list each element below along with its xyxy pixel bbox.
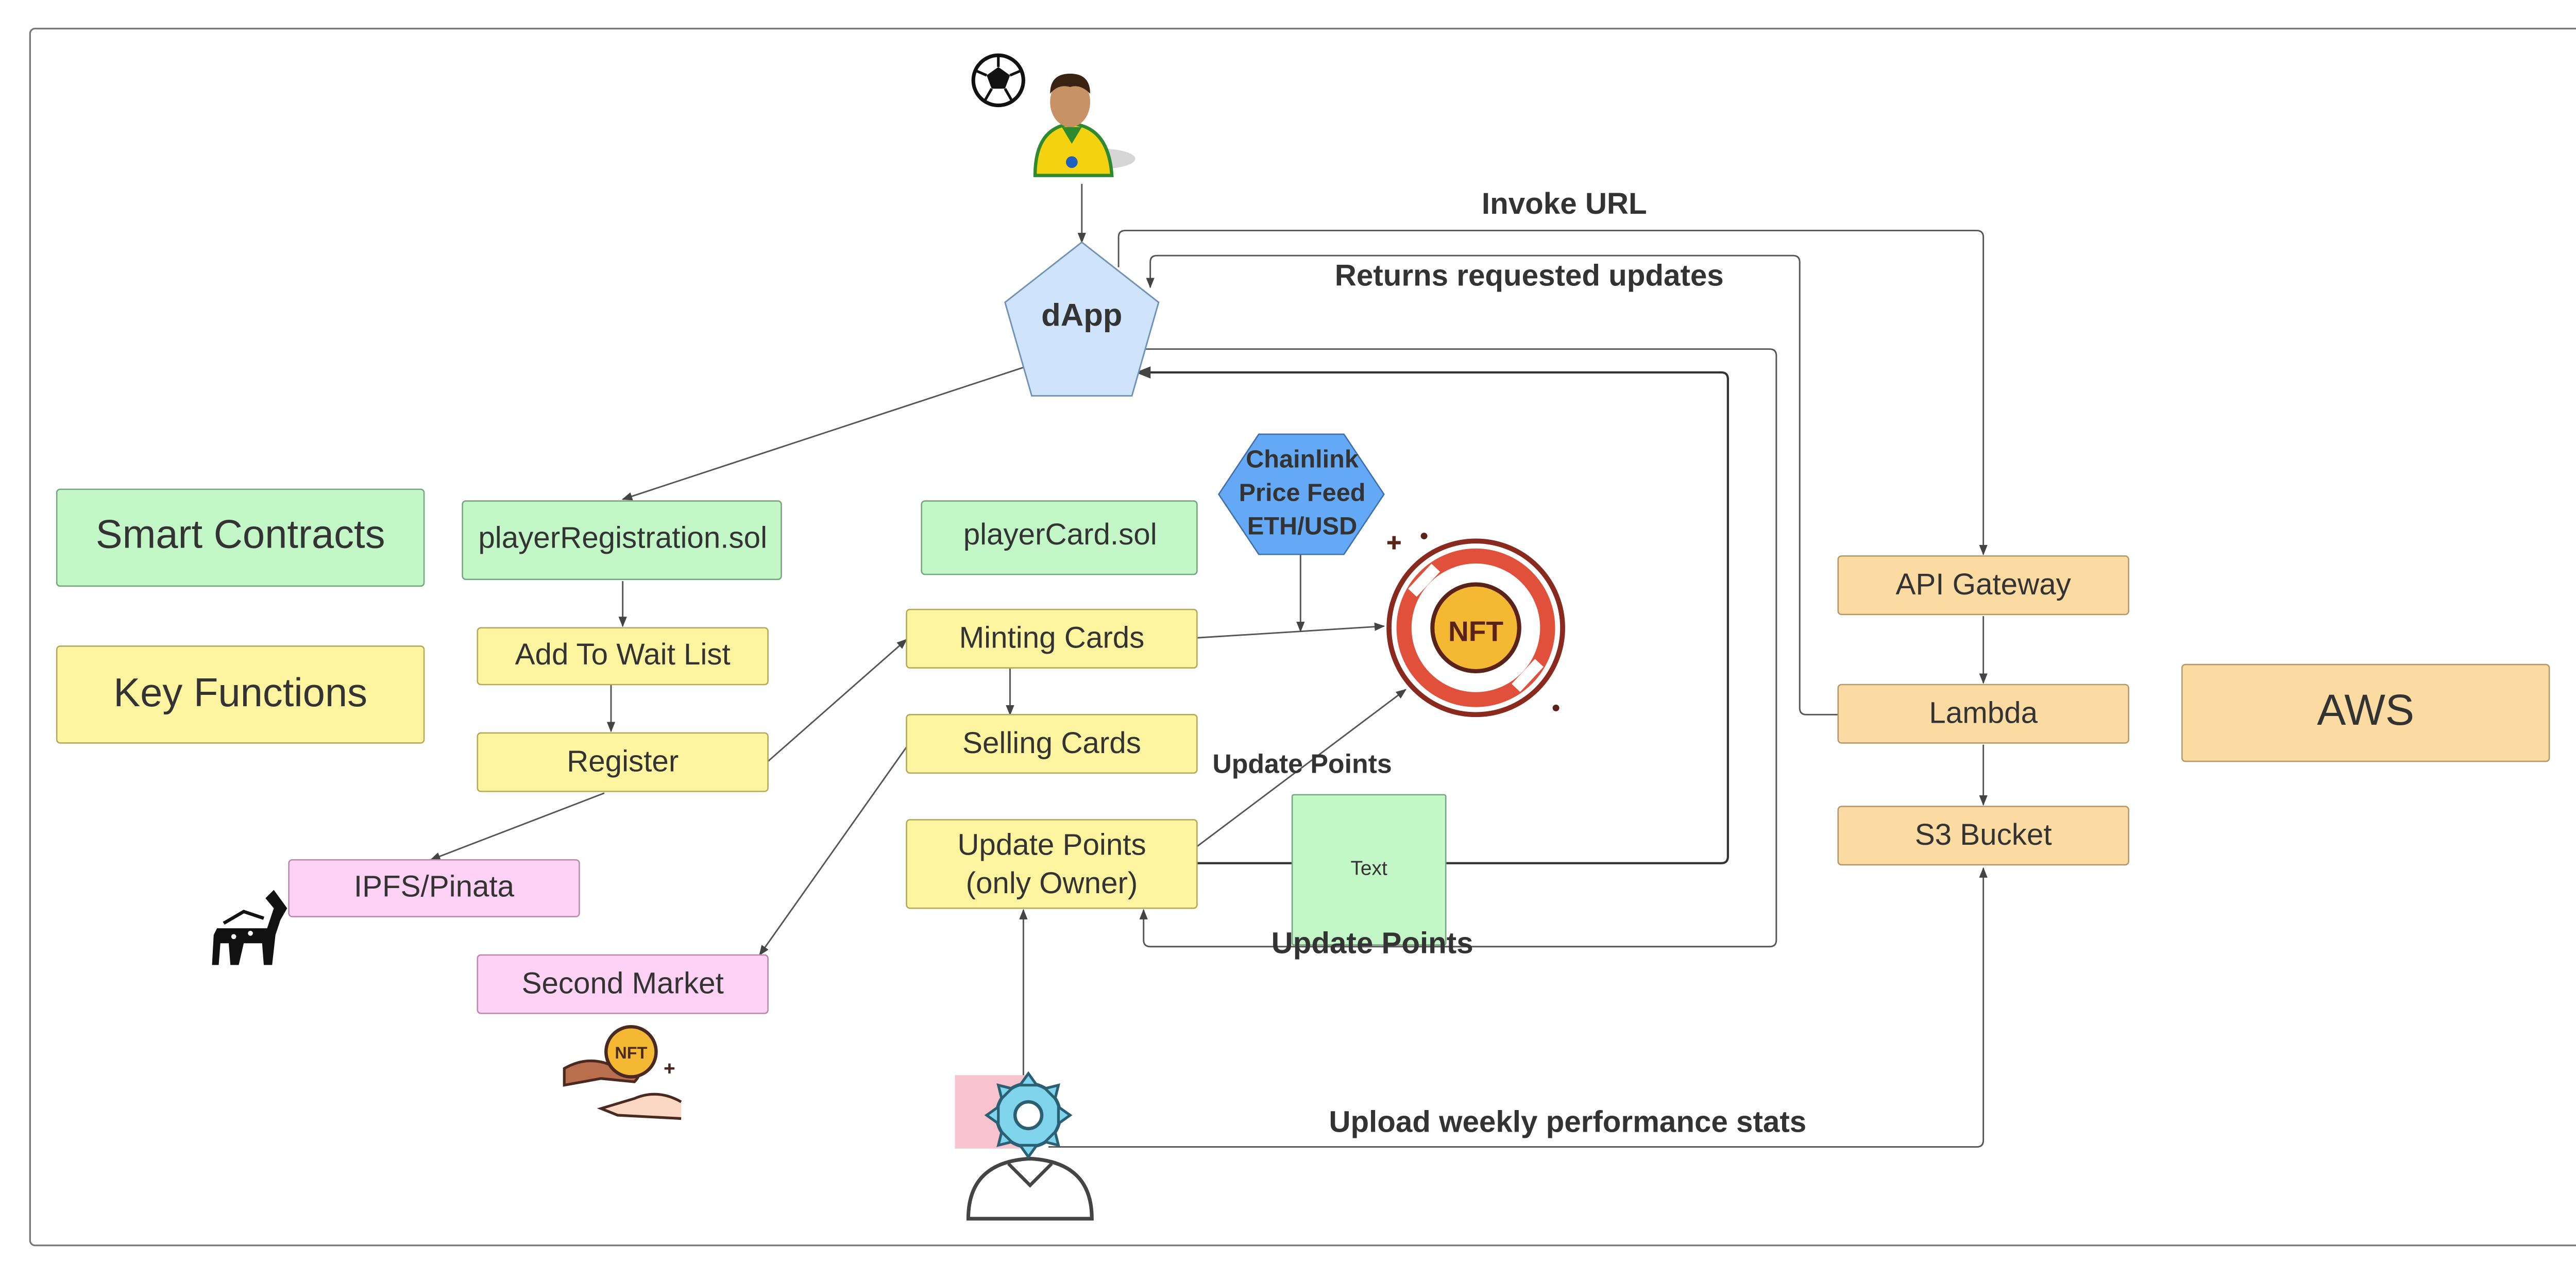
text-node[interactable]: Text [1291,794,1447,946]
edge-register-ipfs [430,792,605,861]
edge-selling-market [759,744,909,956]
selling-cards-label: Selling Cards [962,726,1141,760]
invoke-url-label: Invoke URL [1482,187,1647,220]
update-points-label-2: (only Owner) [966,866,1138,900]
minting-cards-label: Minting Cards [959,621,1145,655]
update-points-edge-label: Update Points [1212,749,1392,779]
add-wait-list-label: Add To Wait List [515,638,731,671]
text-node-label: Text [1351,857,1387,879]
upload-stats-label: Upload weekly performance stats [1329,1105,1806,1138]
nft-hand-coin-text: NFT [615,1044,647,1062]
edge-dapp-api [1117,230,1988,556]
chainlink-node[interactable]: Chainlink Price Feed ETH/USD [1217,433,1385,555]
legend-key-functions-box [56,645,425,744]
edge-dapp-update [1139,348,1777,948]
edge-register-minting [767,639,908,762]
nft-badge-icon: NFT [1386,533,1565,718]
nft-hand-icon: NFT [563,1025,682,1120]
connectors [430,183,1988,1148]
selling-cards-node[interactable]: Selling Cards [906,714,1198,774]
update-points-node[interactable]: Update Points (only Owner) [906,819,1198,909]
legend: Smart Contracts Key Functions AWS [56,488,2550,762]
api-gateway-label: API Gateway [1895,568,2071,601]
chainlink-label-3: ETH/USD [1247,512,1357,540]
ipfs-node[interactable]: IPFS/Pinata [288,859,580,917]
player-registration-label: playerRegistration.sol [478,521,767,554]
edge-dapp-registration [621,366,1024,501]
second-market-node[interactable]: Second Market [477,954,769,1014]
minting-cards-node[interactable]: Minting Cards [906,608,1198,669]
legend-smart-contracts-box [56,488,425,587]
add-wait-list-node[interactable]: Add To Wait List [477,627,769,686]
dapp-label: dApp [1041,297,1122,333]
legend-aws-label: AWS [2317,686,2414,734]
second-market-label: Second Market [522,966,724,1000]
edge-minting-nft [1197,622,1385,639]
update-points-label-1: Update Points [957,828,1146,862]
nft-badge-text: NFT [1448,616,1503,647]
ipfs-label: IPFS/Pinata [354,870,515,903]
chainlink-label-1: Chainlink [1246,446,1359,473]
outer-frame [29,27,2576,1247]
register-label: Register [567,744,679,778]
api-gateway-node[interactable]: API Gateway [1837,555,2129,616]
edge-admin-s3 [1048,867,1988,1148]
dapp-node[interactable]: dApp [1004,241,1160,397]
player-registration-node[interactable]: playerRegistration.sol [462,500,782,581]
legend-aws-box [2181,663,2550,762]
edge-update-nft [1196,689,1407,847]
edge-update-dapp [1135,366,1729,864]
player-card-label: playerCard.sol [963,518,1157,551]
register-node[interactable]: Register [477,732,769,792]
soccer-player-icon [1033,73,1136,177]
donkey-pinata-icon [212,890,287,965]
s3-bucket-node[interactable]: S3 Bucket [1837,806,2129,866]
lambda-label: Lambda [1929,696,2038,730]
admin-gear-icon [955,1071,1094,1221]
soccer-ball-icon [971,53,1025,108]
lambda-node[interactable]: Lambda [1837,684,2129,744]
legend-key-functions-label: Key Functions [113,671,367,715]
chainlink-label-2: Price Feed [1239,479,1366,507]
player-card-node[interactable]: playerCard.sol [921,500,1198,575]
s3-bucket-label: S3 Bucket [1915,818,2052,851]
returns-updates-label: Returns requested updates [1335,259,1724,293]
legend-smart-contracts-label: Smart Contracts [96,512,385,556]
update-points-bottom-label: Update Points [1272,927,1473,960]
edge-lambda-dapp [1146,254,1838,715]
